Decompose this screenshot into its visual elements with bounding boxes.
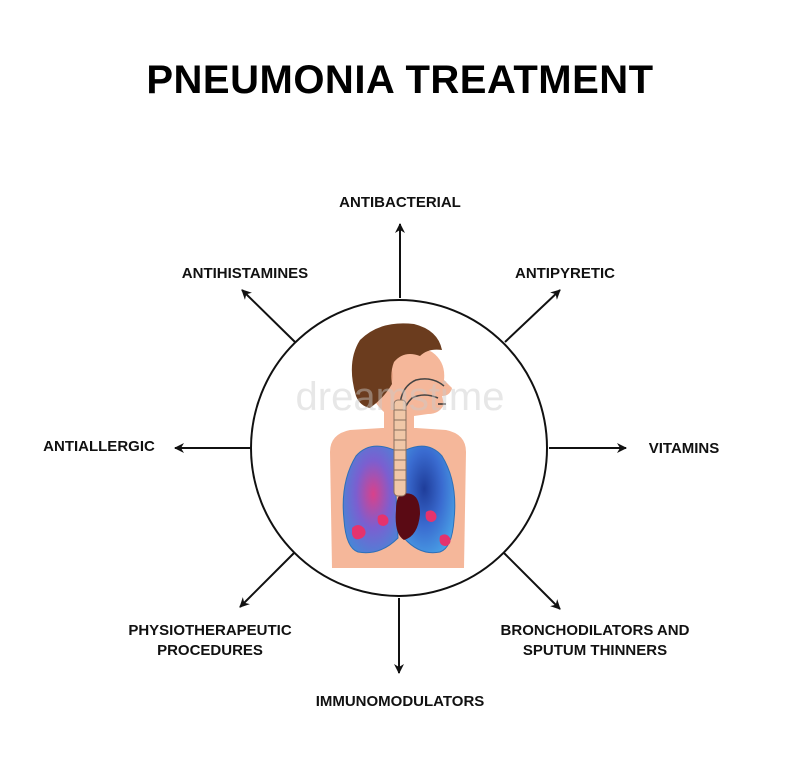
label-vitamins: VITAMINS: [648, 440, 720, 457]
label-antibacterial: ANTIBACTERIAL: [339, 194, 461, 211]
heart: [395, 493, 420, 540]
inflammation-spot: [439, 534, 451, 546]
watermark-text: dreamstime: [296, 375, 505, 419]
patient-illustration: [330, 323, 466, 568]
trachea: [393, 399, 407, 497]
label-antihistamines: ANTIHISTAMINES: [181, 265, 309, 282]
arrow-bottom-left: [239, 552, 295, 608]
diagram-title: PNEUMONIA TREATMENT: [146, 58, 654, 102]
inflammation-spot: [352, 525, 366, 540]
label-immunomodulators: IMMUNOMODULATORS: [315, 693, 485, 710]
label-bronchodilators: BRONCHODILATORS AND: [500, 622, 690, 639]
inflammation-spot: [377, 514, 389, 526]
label-sputum-thinners: SPUTUM THINNERS: [522, 642, 668, 659]
arrow-top-right: [504, 289, 561, 343]
label-antipyretic: ANTIPYRETIC: [514, 265, 615, 282]
inflammation-spot: [425, 510, 437, 522]
label-physiotherapeutic: PHYSIOTHERAPEUTIC: [128, 622, 292, 639]
arrow-top-left: [241, 289, 296, 343]
label-antiallergic: ANTIALLERGIC: [43, 438, 155, 455]
hair: [351, 323, 442, 408]
arrow-bottom-right: [503, 552, 561, 610]
label-procedures: PROCEDURES: [157, 642, 263, 659]
